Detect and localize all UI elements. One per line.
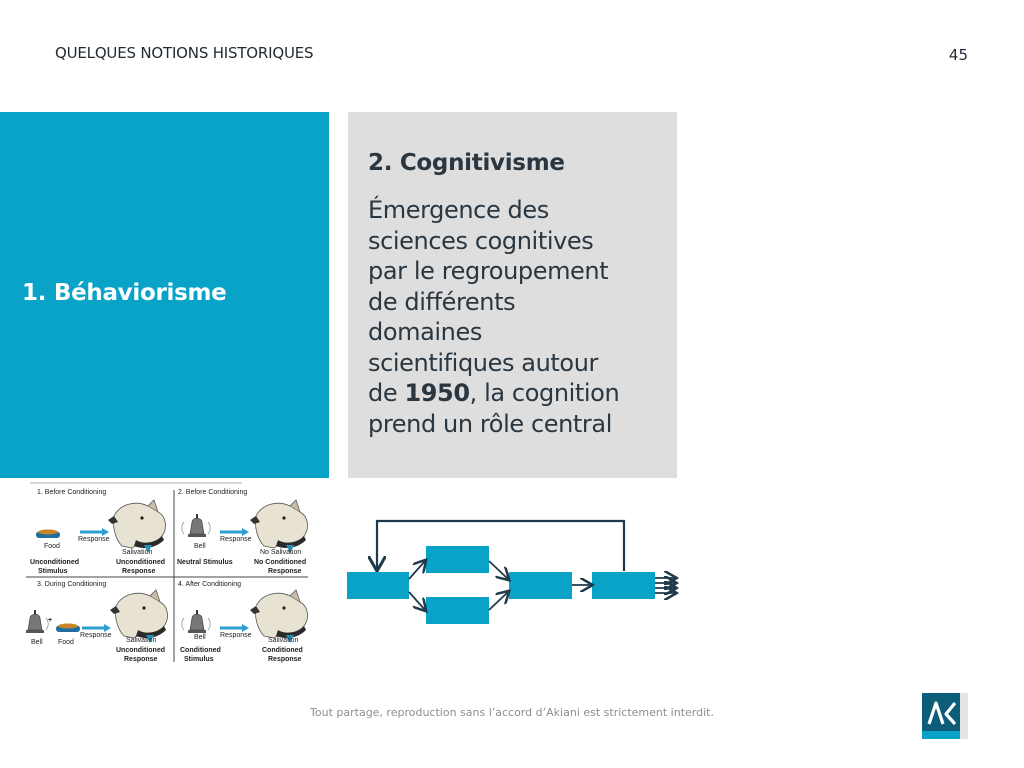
page-number: 45: [948, 46, 968, 64]
q4-arrow-label: Response: [220, 632, 252, 639]
description-line: de 1950, la cognition: [368, 378, 668, 409]
illustration-top-shadow: [30, 482, 242, 484]
dog-icon: [107, 499, 166, 554]
description-line: Émergence des: [368, 196, 549, 224]
q3-heading: 3. During Conditioning: [37, 581, 106, 588]
copyright-footer: Tout partage, reproduction sans l’accord…: [310, 706, 714, 719]
response-arrow-icon: [80, 528, 109, 536]
q3-arrow-label: Response: [80, 632, 112, 639]
q4-result: Salivation: [268, 637, 298, 644]
pavlov-conditioning-illustration: 1. Before Conditioning Food Response Sal…: [22, 482, 310, 664]
flow-box-upper: [426, 546, 489, 573]
response-arrow-icon: [220, 624, 249, 632]
q3-item-bell: Bell: [31, 639, 43, 646]
description-line: domaines: [368, 318, 482, 346]
q4-heading: 4. After Conditioning: [178, 581, 241, 588]
q3-result: Salivation: [126, 637, 156, 644]
flow-box-output: [592, 572, 655, 599]
dog-icon: [249, 499, 308, 554]
bell-icon: [22, 609, 49, 634]
response-arrow-icon: [82, 624, 111, 632]
connector-arrow: [408, 591, 425, 610]
cognitivism-title: 2. Cognitivisme: [368, 150, 565, 176]
q2-label-right-1: No Conditioned: [254, 559, 306, 566]
bell-icon: [181, 513, 211, 538]
q4-item: Bell: [194, 634, 206, 641]
q2-heading: 2. Before Conditioning: [178, 489, 247, 496]
q1-item: Food: [44, 543, 60, 550]
q4-label-right-1: Conditioned: [262, 647, 303, 654]
description-de: de: [368, 379, 405, 407]
q3-label-right-1: Unconditioned: [116, 647, 165, 654]
akiani-logo: [922, 693, 968, 739]
connector-arrow: [408, 561, 425, 580]
q1-label-left-1: Unconditioned: [30, 559, 79, 566]
q1-heading: 1. Before Conditioning: [37, 489, 106, 496]
connector-arrow: [488, 560, 508, 579]
behaviorism-panel: 1. Béhaviorisme: [0, 112, 329, 478]
q2-label-right-2: Response: [268, 568, 302, 575]
description-line: scientifiques autour: [368, 348, 598, 377]
connector-arrow: [488, 592, 508, 611]
q2-result: No Salivation: [260, 549, 301, 556]
response-arrow-icon: [220, 528, 249, 536]
q4-label-left-1: Conditioned: [180, 647, 221, 654]
food-bowl-icon: [56, 623, 80, 632]
cognitivism-description: Émergence des sciences cognitives par le…: [368, 195, 668, 439]
dog-icon: [109, 589, 168, 644]
flow-box-lower: [426, 597, 489, 624]
q3-item-food: Food: [58, 639, 74, 646]
plus-icon: +: [48, 617, 52, 624]
q4-label-left-2: Stimulus: [184, 656, 214, 663]
flow-box-input: [347, 572, 409, 599]
feedback-loop-line: [377, 519, 626, 571]
description-after-year: , la cognition: [469, 379, 620, 407]
flow-box-merge: [509, 572, 572, 599]
description-line: prend un rôle central: [368, 409, 612, 438]
q2-label-left-1: Neutral Stimulus: [177, 559, 233, 566]
description-year: 1950: [404, 379, 470, 407]
q1-label-left-2: Stimulus: [38, 568, 68, 575]
cognitive-flow-diagram: [347, 519, 685, 624]
q4-label-right-2: Response: [268, 656, 302, 663]
q1-label-right-2: Response: [122, 568, 156, 575]
description-line: par le regroupement: [368, 257, 609, 285]
behaviorism-title: 1. Béhaviorisme: [22, 280, 227, 306]
bell-icon: [181, 609, 211, 634]
description-line: sciences cognitives: [368, 226, 594, 255]
description-line: de différents: [368, 287, 516, 316]
q1-arrow-label: Response: [78, 536, 110, 543]
food-bowl-icon: [36, 529, 60, 538]
q1-result: Salivation: [122, 549, 152, 556]
q2-arrow-label: Response: [220, 536, 252, 543]
pavlov-svg: 1. Before Conditioning Food Response Sal…: [22, 489, 308, 663]
dog-icon: [249, 589, 308, 644]
slide-section-title: QUELQUES NOTIONS HISTORIQUES: [55, 44, 314, 62]
q3-label-right-2: Response: [124, 656, 158, 663]
cognitivism-panel: 2. Cognitivisme Émergence des sciences c…: [348, 112, 677, 478]
q1-label-right-1: Unconditioned: [116, 559, 165, 566]
q2-item: Bell: [194, 543, 206, 550]
